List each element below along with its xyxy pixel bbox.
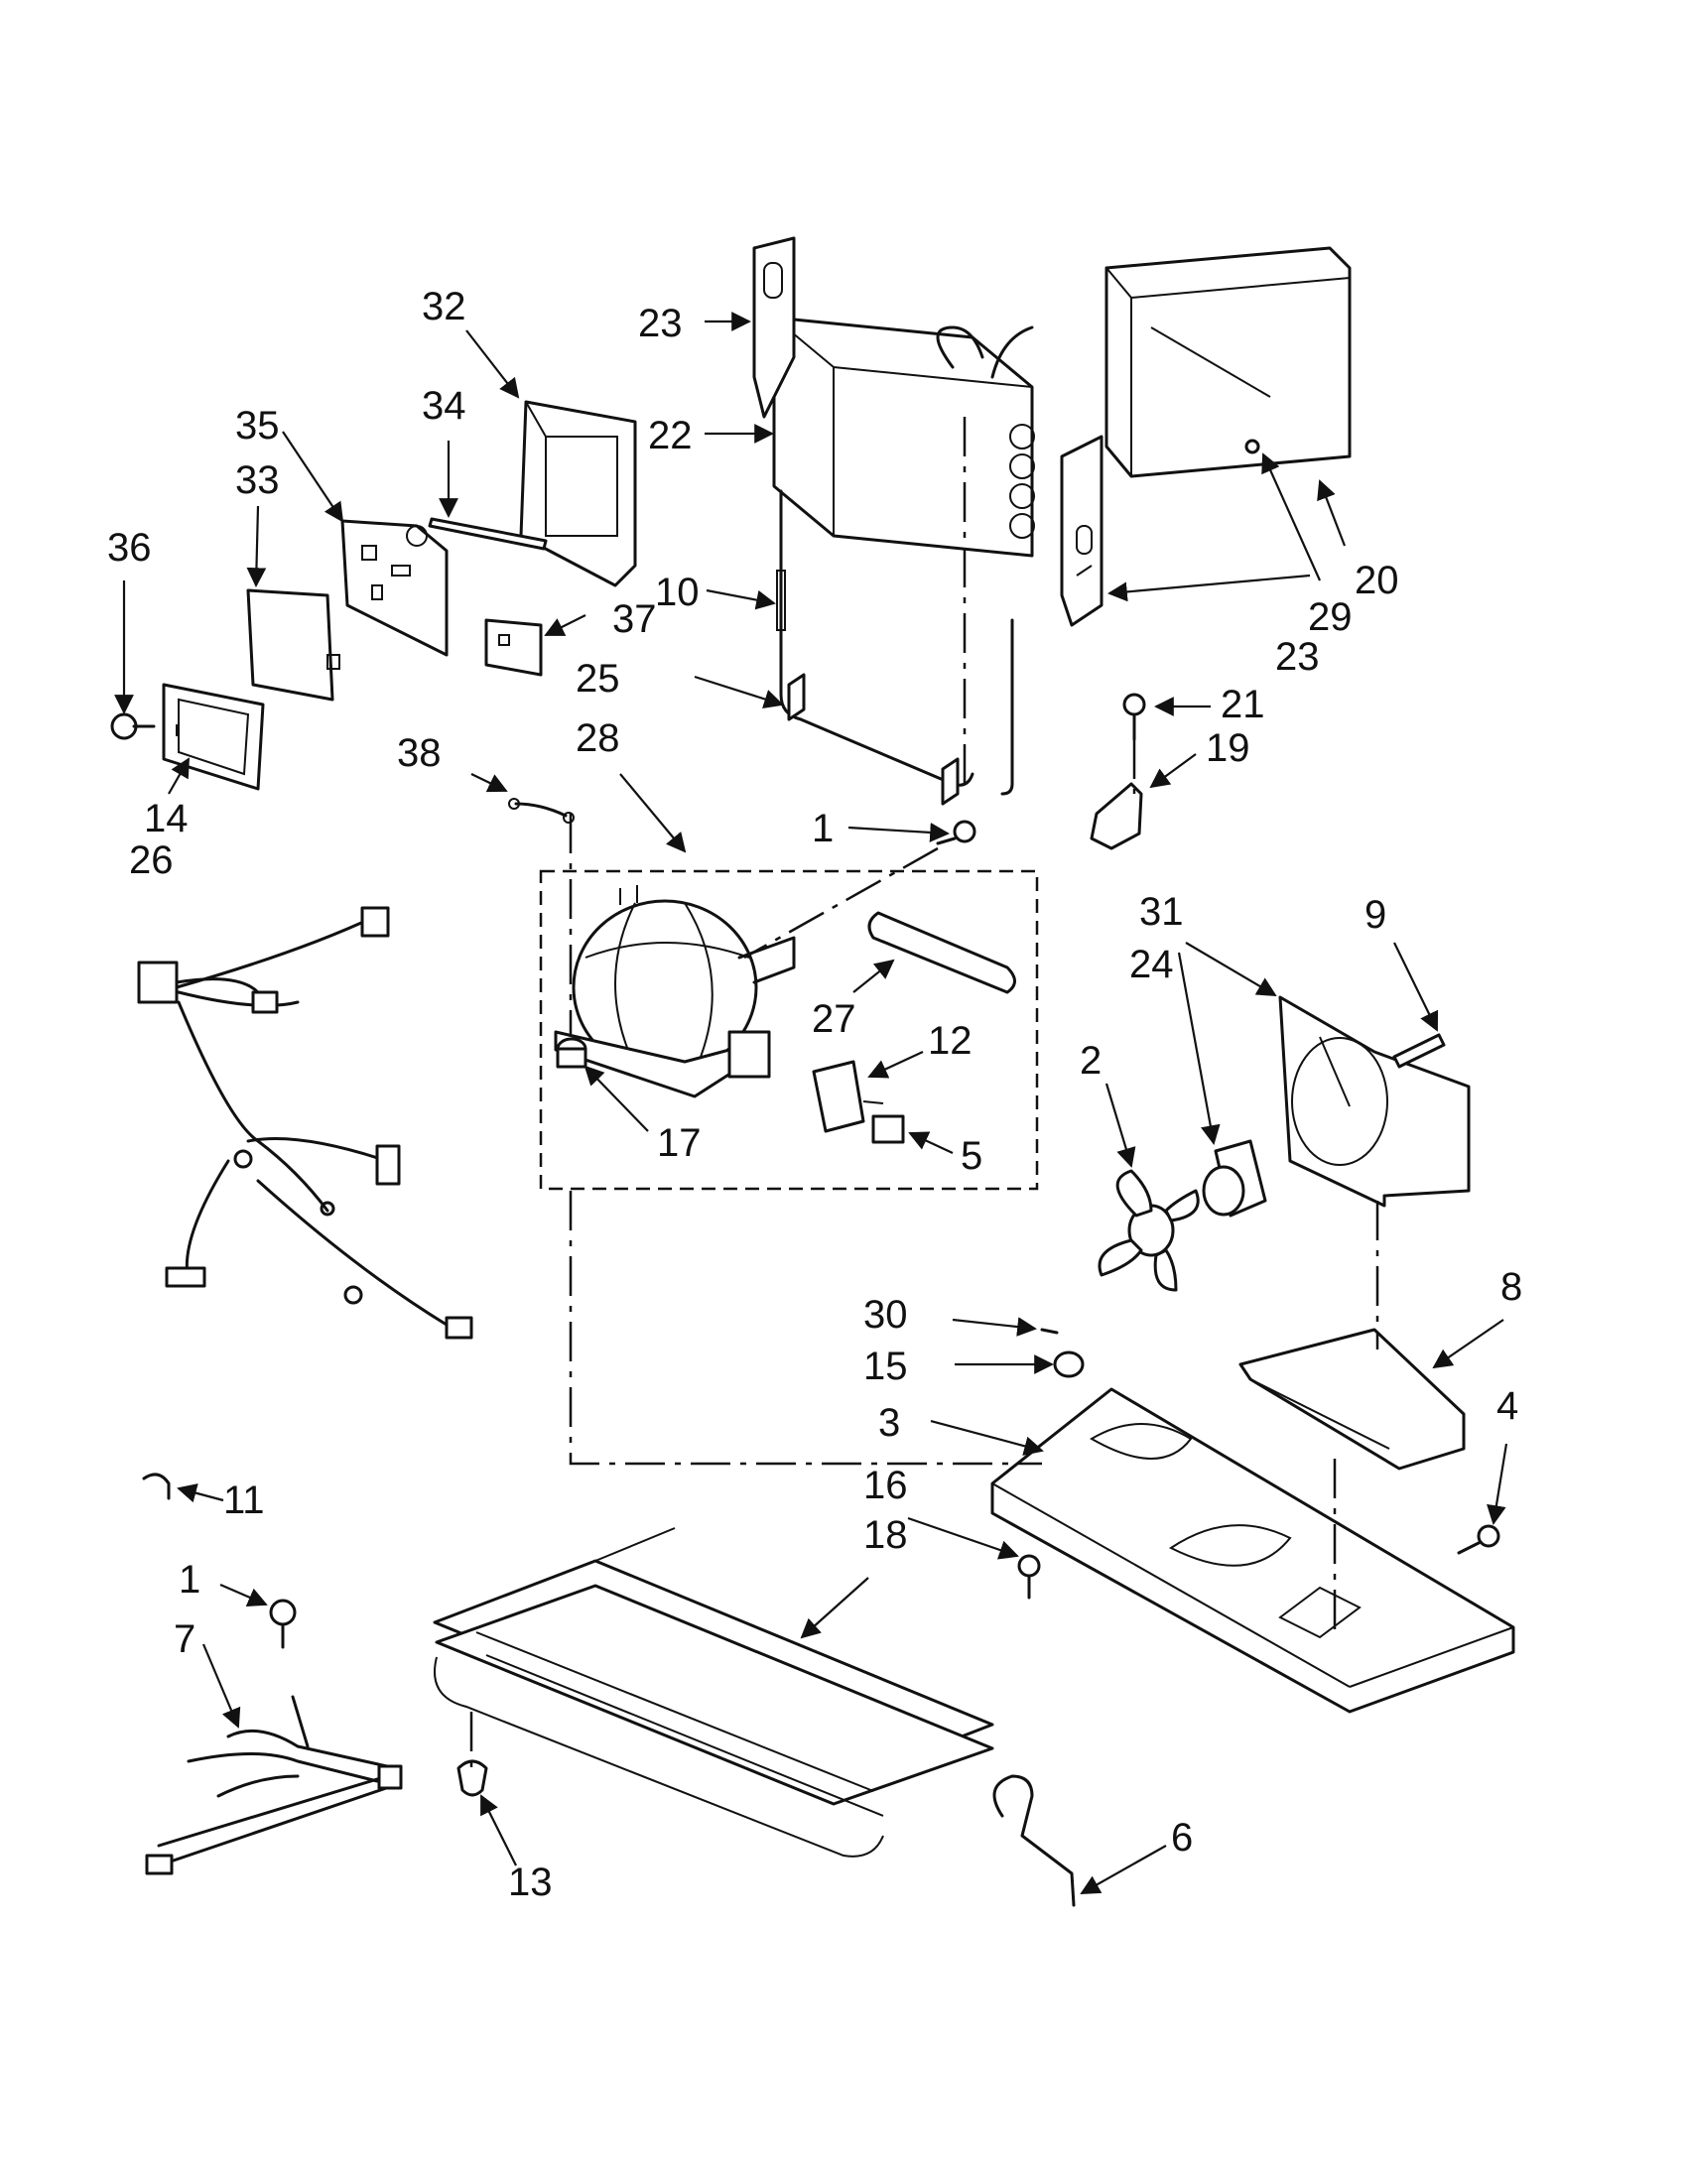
machine-compartment-base-part[interactable] [990, 1387, 1515, 1714]
callout-28: 28 [576, 716, 620, 760]
callout-37: 37 [612, 597, 657, 641]
compressor-assembly-outline [539, 869, 1039, 1191]
callout-19: 19 [1206, 726, 1250, 770]
tube-clip-wire-part[interactable] [992, 1774, 1076, 1907]
callout-1-bottom: 1 [179, 1558, 200, 1602]
control-box-housing-part[interactable] [519, 400, 637, 587]
grommet-part[interactable] [1053, 1350, 1085, 1378]
fan-shroud-part[interactable] [1278, 995, 1471, 1208]
callout-14: 14 [144, 797, 189, 840]
evaporator-bracket-right-part[interactable] [1060, 435, 1104, 627]
callout-25: 25 [576, 657, 620, 701]
callout-31: 31 [1139, 890, 1184, 934]
callout-labels: 23 22 10 25 23 20 29 21 19 32 34 35 33 3… [107, 285, 1522, 1904]
callout-23-top: 23 [638, 302, 683, 345]
callout-1-top: 1 [812, 807, 834, 850]
power-cord-harness-part[interactable] [145, 1695, 403, 1875]
condenser-clip-part[interactable] [456, 1759, 488, 1797]
base-screw-part[interactable] [1457, 1524, 1500, 1555]
overload-part[interactable] [871, 1114, 905, 1144]
condenser-fan-motor-part[interactable] [1202, 1139, 1267, 1218]
callout-33: 33 [235, 458, 280, 502]
callout-24: 24 [1129, 943, 1174, 986]
callout-12: 12 [928, 1019, 973, 1063]
main-control-board-part[interactable] [340, 519, 449, 657]
board-cover-part[interactable] [246, 588, 340, 702]
callout-38: 38 [397, 731, 442, 775]
callout-13: 13 [508, 1861, 553, 1904]
harness-screw-part[interactable] [269, 1599, 297, 1649]
callout-5: 5 [961, 1134, 982, 1178]
assembly-alignment-lines [469, 417, 1379, 1776]
screw-part[interactable] [110, 712, 156, 740]
bracket-part[interactable] [1090, 782, 1143, 850]
callout-23-right: 23 [1275, 635, 1320, 679]
spacer-part[interactable] [1040, 1328, 1059, 1335]
callout-15: 15 [863, 1345, 908, 1388]
wire-harness-part[interactable] [137, 906, 473, 1340]
start-relay-part[interactable] [812, 1060, 884, 1133]
callout-leader-lines [114, 312, 1508, 1894]
callout-8: 8 [1500, 1265, 1522, 1309]
callout-3: 3 [878, 1401, 900, 1445]
compressor-bolt-part[interactable] [936, 820, 976, 845]
callout-30: 30 [863, 1293, 908, 1337]
callout-17: 17 [657, 1121, 702, 1165]
condenser-fan-blade-part[interactable] [1098, 1169, 1200, 1292]
base-bracket-part[interactable] [1238, 1328, 1466, 1471]
callout-20: 20 [1355, 559, 1399, 602]
callout-4: 4 [1496, 1384, 1518, 1428]
callout-35: 35 [235, 404, 280, 448]
callout-6: 6 [1171, 1816, 1193, 1860]
callout-22: 22 [648, 414, 693, 457]
access-cover-part[interactable] [162, 683, 265, 791]
ground-wire-part[interactable] [508, 798, 575, 824]
callout-18: 18 [863, 1513, 908, 1557]
drain-heater-part[interactable] [776, 489, 1014, 806]
callout-2: 2 [1080, 1039, 1102, 1083]
gasket-strip-part[interactable] [428, 517, 548, 551]
callout-11: 11 [223, 1478, 265, 1522]
wire-clip-part[interactable] [142, 1473, 171, 1500]
callout-32: 32 [422, 285, 466, 328]
compressor-grommet-part[interactable] [556, 1037, 587, 1069]
condenser-part[interactable] [433, 1527, 994, 1858]
callout-7: 7 [174, 1617, 195, 1661]
evaporator-bracket-left-part[interactable] [752, 236, 796, 419]
evaporator-part[interactable] [772, 316, 1035, 558]
callout-10: 10 [655, 571, 700, 614]
callout-27: 27 [812, 997, 856, 1041]
callout-16: 16 [863, 1464, 908, 1507]
mounting-screw-part[interactable] [1017, 1554, 1041, 1600]
duct-cover-part[interactable] [1104, 246, 1352, 478]
callout-26: 26 [129, 838, 174, 882]
compressor-part[interactable] [554, 885, 796, 1098]
auxiliary-control-board-part[interactable] [484, 618, 543, 677]
callout-9: 9 [1364, 893, 1386, 937]
drier-part[interactable] [867, 911, 1016, 994]
callout-21: 21 [1221, 683, 1265, 726]
callout-34: 34 [422, 384, 466, 428]
bracket-screw-part[interactable] [1122, 693, 1146, 741]
callout-36: 36 [107, 526, 152, 570]
callout-29: 29 [1308, 595, 1353, 639]
shroud-screw-part[interactable] [1392, 1033, 1446, 1069]
